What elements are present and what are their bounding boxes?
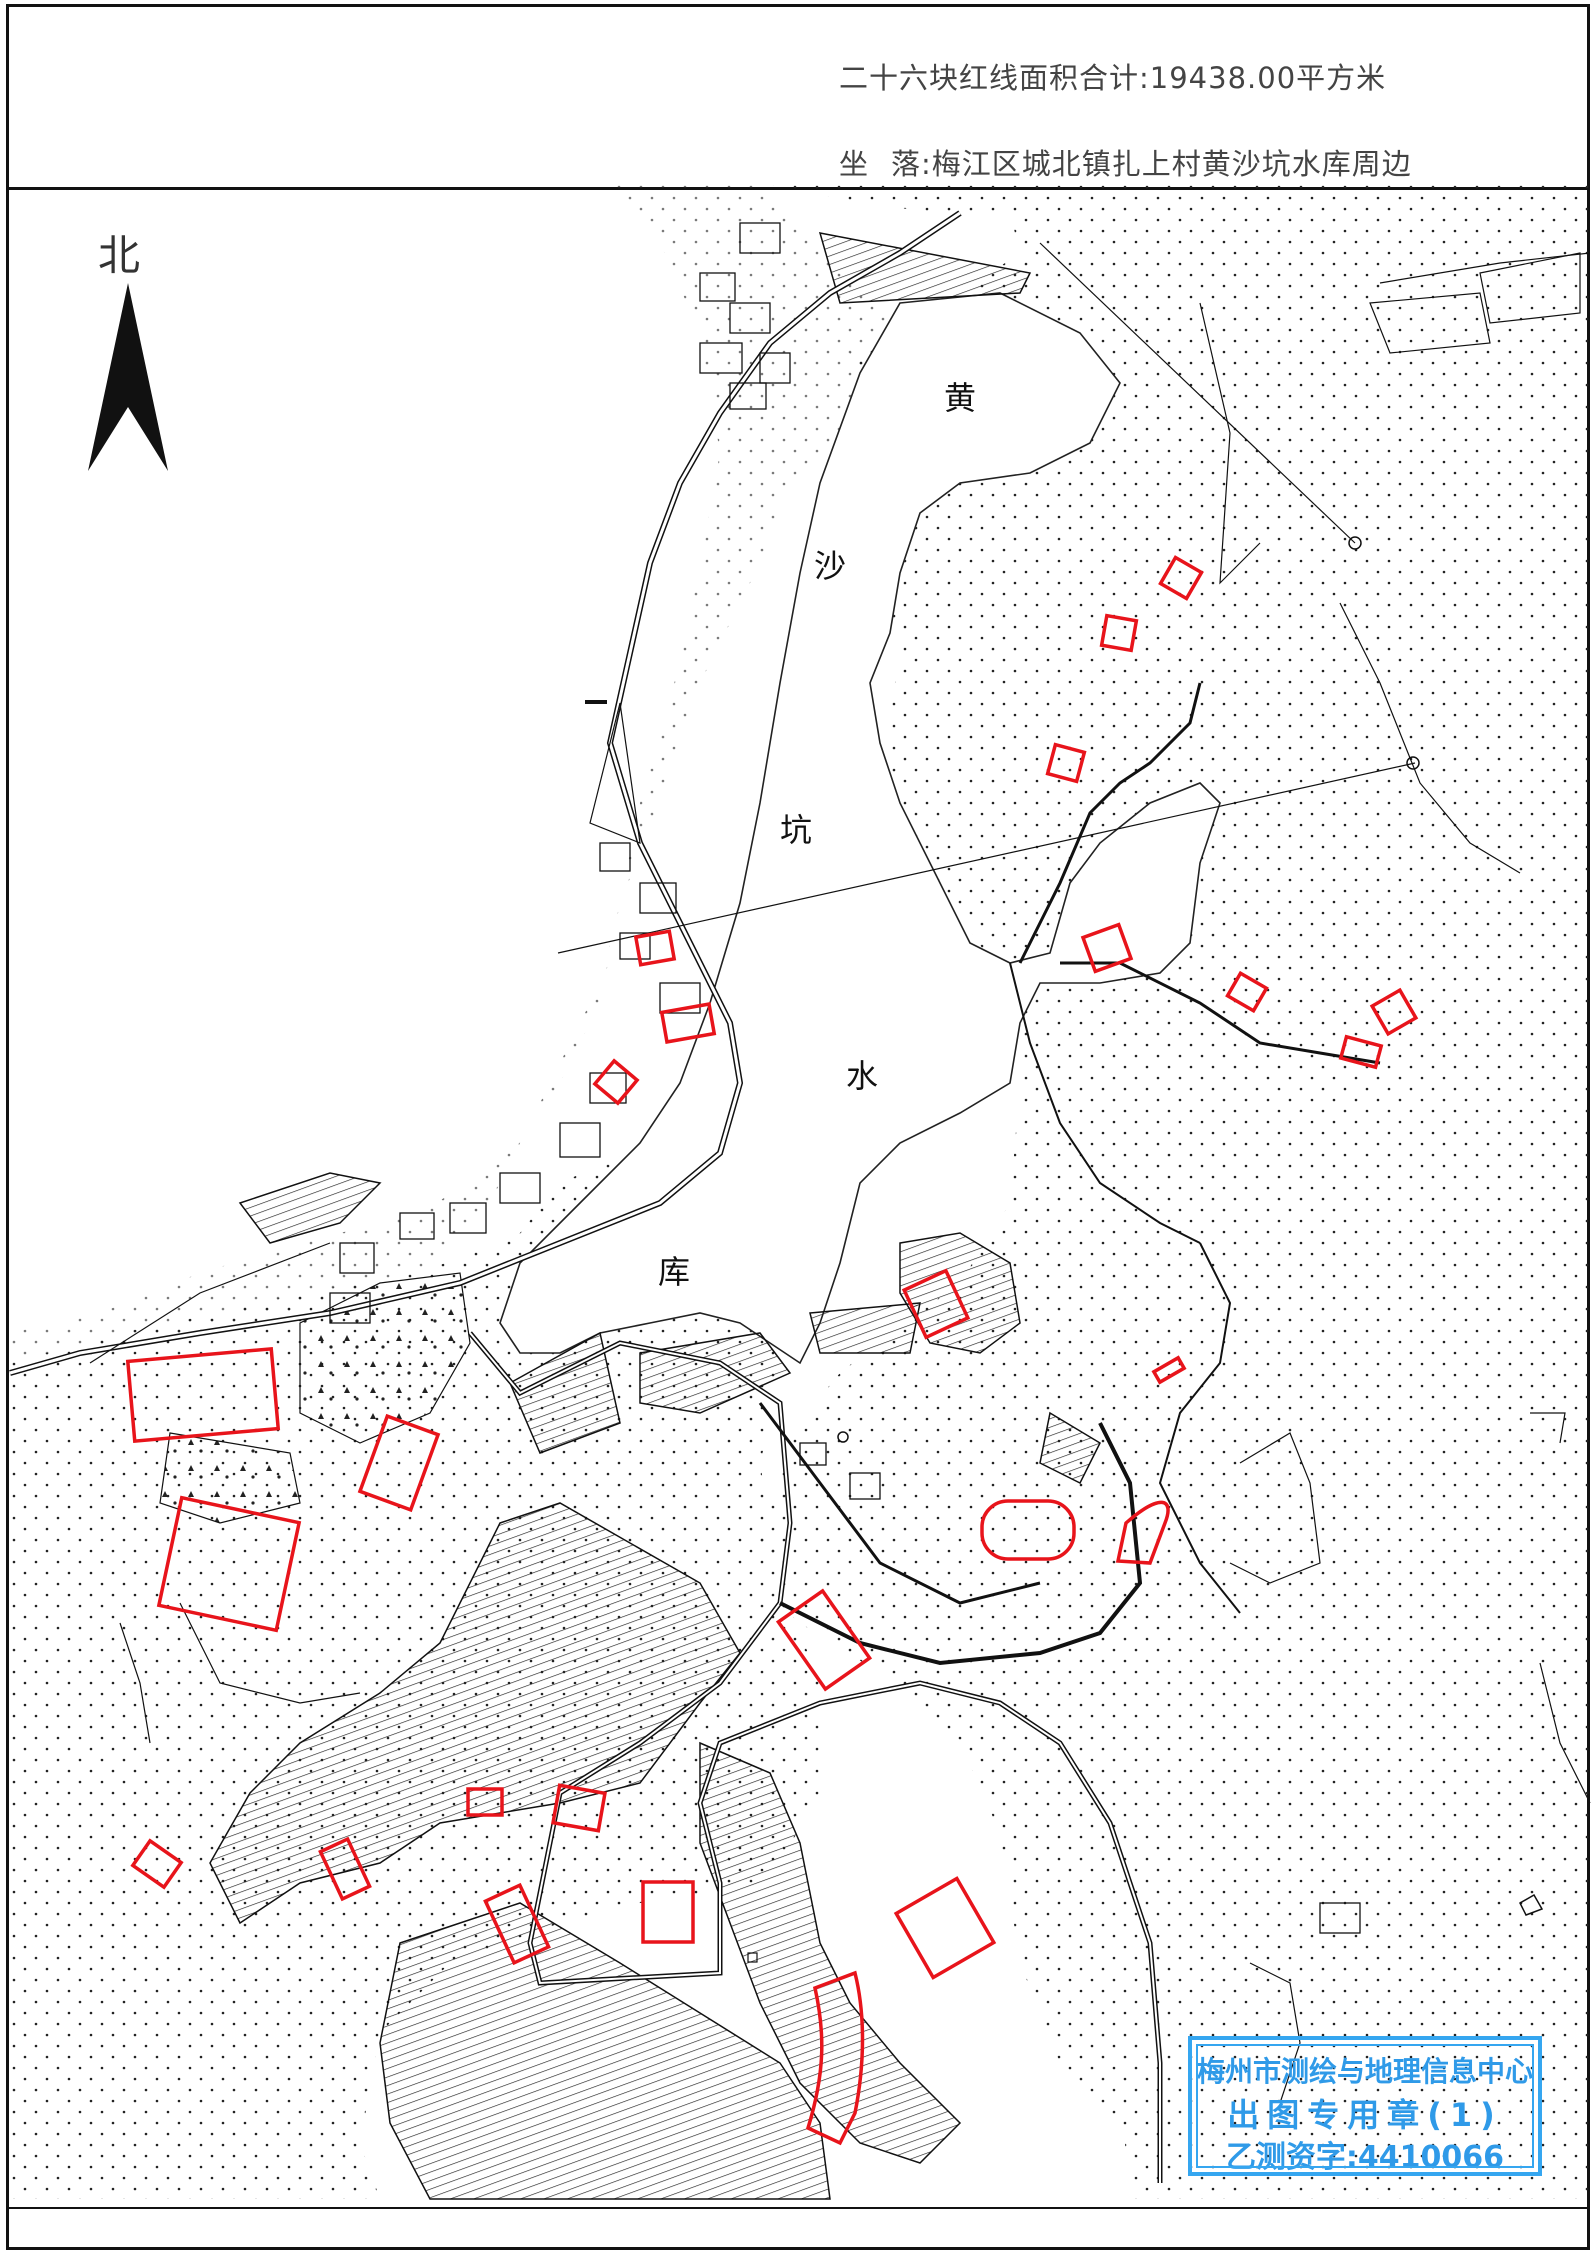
location-line: 坐落:梅江区城北镇扎上村黄沙坑水库周边 xyxy=(839,141,1412,183)
lake-char-2: 沙 xyxy=(814,547,847,585)
roads xyxy=(9,210,1381,2183)
buildings xyxy=(329,222,1361,1934)
red-line-parcels xyxy=(125,555,1419,2146)
stamp-license-no: 乙测资字:4410066 xyxy=(1225,2140,1505,2175)
title-block: 二十六块红线面积合计:19438.00平方米 坐落:梅江区城北镇扎上村黄沙坑水库… xyxy=(9,7,1587,190)
lake-char-3: 坑 xyxy=(780,811,813,849)
lake-char-5: 库 xyxy=(658,1253,691,1291)
lake-char-1: 黄 xyxy=(944,379,977,417)
point-symbols xyxy=(585,536,1544,1963)
topographic-map: 黄 沙 坑 水 库 xyxy=(0,183,1596,2203)
slope-hatching xyxy=(209,232,1101,2200)
official-seal-stamp: 梅州市测绘与地理信息中心 出图专用章(1) 乙测资字:4410066 xyxy=(1188,2036,1542,2176)
area-total-text: 二十六块红线面积合计:19438.00平方米 xyxy=(839,61,1387,95)
stamp-org-name: 梅州市测绘与地理信息中心 xyxy=(1196,2055,1533,2088)
survey-lines xyxy=(89,242,1591,2104)
north-arrow-icon xyxy=(88,283,168,471)
location-prefix: 坐 xyxy=(839,147,870,181)
reservoir-water xyxy=(499,292,1221,1365)
vegetation-area xyxy=(299,1272,471,1444)
map-drawing xyxy=(9,183,1591,2200)
lake-char-4: 水 xyxy=(846,1057,879,1095)
north-label: 北 xyxy=(98,231,141,280)
stamp-purpose: 出图专用章(1) xyxy=(1227,2096,1503,2134)
footer-border xyxy=(9,2207,1587,2209)
location-text: 落:梅江区城北镇扎上村黄沙坑水库周边 xyxy=(891,147,1412,181)
